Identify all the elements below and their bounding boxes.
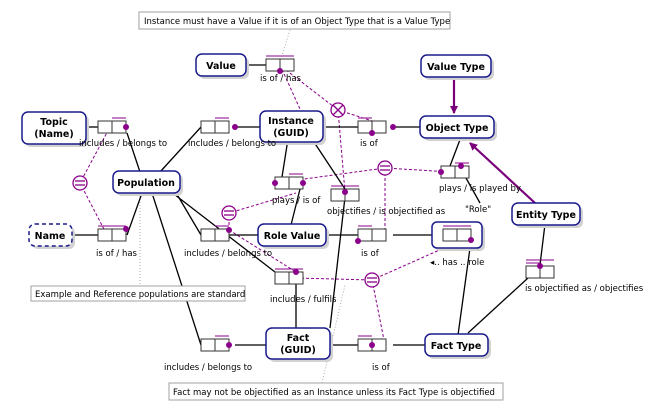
role-box-fact-includes[interactable] xyxy=(200,335,230,352)
note-value-rule[interactable]: Instance must have a Value if it is of a… xyxy=(138,11,451,30)
entity-topic-sub: (Name) xyxy=(34,129,73,140)
note-population-rule[interactable]: Example and Reference populations are st… xyxy=(30,285,246,302)
reading-role-quote: "Role" xyxy=(465,205,491,215)
entity-value[interactable]: Value xyxy=(195,53,249,79)
entity-topic[interactable]: Topic (Name) xyxy=(21,111,89,147)
entity-entity-type-label: Entity Type xyxy=(516,210,576,221)
entity-fact[interactable]: Fact (GUID) xyxy=(265,327,333,362)
entity-topic-label: Topic xyxy=(40,117,67,128)
role-box-entity-objectified[interactable] xyxy=(525,259,555,279)
note-fact-rule-text: Fact may not be objectified as an Instan… xyxy=(173,388,495,398)
reading-fact-includes: includes / belongs to xyxy=(164,363,252,373)
reading-entity-objectified: is objectified as / objectifies xyxy=(525,284,644,294)
note-connectors xyxy=(139,29,346,384)
reading-name-has: is of / has xyxy=(96,249,138,259)
role-box-plays[interactable] xyxy=(274,173,304,190)
entity-instance-label: Instance xyxy=(268,116,314,127)
role-box-value-has[interactable] xyxy=(265,55,295,72)
subtype-arrows xyxy=(450,77,536,204)
role-box-instance-includes[interactable] xyxy=(200,117,230,134)
relationship-edges xyxy=(72,64,546,346)
entity-name-label: Name xyxy=(35,231,66,242)
equality-constraint-rolevalue[interactable] xyxy=(221,205,237,221)
entity-object-type[interactable]: Object Type xyxy=(419,115,497,141)
entity-population[interactable]: Population xyxy=(112,170,183,196)
reading-fact-is-of: is of xyxy=(372,363,391,373)
role-box-objectifies[interactable] xyxy=(330,185,360,202)
reading-topic-includes: includes / belongs to xyxy=(79,139,167,149)
equality-constraint-fact[interactable] xyxy=(364,272,380,288)
entity-fact-type-label: Fact Type xyxy=(431,341,482,352)
entity-population-label: Population xyxy=(117,178,175,189)
reading-instance-includes: includes / belongs to xyxy=(188,139,276,149)
entity-fact-type[interactable]: Fact Type xyxy=(424,333,491,359)
reading-rolevalue-is-of: is of xyxy=(361,249,380,259)
note-value-rule-text: Instance must have a Value if it is of a… xyxy=(144,17,450,27)
mandatory-dots xyxy=(123,68,543,348)
reading-labels: is of / has includes / belongs to includ… xyxy=(79,74,644,373)
entity-value-label: Value xyxy=(206,61,236,72)
reading-plays: plays / is of xyxy=(272,196,321,206)
entity-value-type[interactable]: Value Type xyxy=(420,54,494,80)
equality-constraint-instance[interactable] xyxy=(377,160,393,176)
exclusion-constraint[interactable] xyxy=(330,102,346,118)
role-box-rolevalue-includes[interactable] xyxy=(200,225,230,242)
reading-rolevalue-includes: includes / belongs to xyxy=(184,249,272,259)
role-box-instance-is-of[interactable] xyxy=(357,117,387,134)
note-population-rule-text: Example and Reference populations are st… xyxy=(35,290,245,300)
role-box-plays-role[interactable] xyxy=(440,162,470,179)
entity-object-type-label: Object Type xyxy=(426,123,489,134)
reading-instance-is-of: is of xyxy=(360,139,379,149)
reading-fulfils: includes / fulfils xyxy=(270,295,337,305)
role-box-has-role[interactable] xyxy=(431,221,485,251)
entity-role-value[interactable]: Role Value xyxy=(257,223,329,249)
role-box-rolevalue-is-of[interactable] xyxy=(357,225,387,242)
entity-instance-sub: (GUID) xyxy=(273,128,309,139)
reading-objectifies: objectifies / is objectified as xyxy=(327,207,446,217)
reading-value-has: is of / has xyxy=(260,74,302,84)
entity-fact-sub: (GUID) xyxy=(280,345,316,356)
reading-has-role: ◂.. has .. role xyxy=(430,258,484,268)
entity-value-type-label: Value Type xyxy=(427,62,485,73)
entity-role-value-label: Role Value xyxy=(264,231,321,242)
reading-plays-role: plays / is played by xyxy=(439,184,521,194)
equality-constraint-population[interactable] xyxy=(72,175,88,191)
role-box-topic-includes[interactable] xyxy=(97,117,127,134)
entity-name[interactable]: Name xyxy=(28,223,75,249)
role-box-fact-is-of[interactable] xyxy=(357,335,387,352)
entity-entity-type[interactable]: Entity Type xyxy=(511,202,583,228)
entity-fact-label: Fact xyxy=(287,333,310,344)
entity-instance[interactable]: Instance (GUID) xyxy=(259,110,326,145)
role-box-name-has[interactable] xyxy=(97,225,127,242)
note-fact-rule[interactable]: Fact may not be objectified as an Instan… xyxy=(168,382,504,401)
